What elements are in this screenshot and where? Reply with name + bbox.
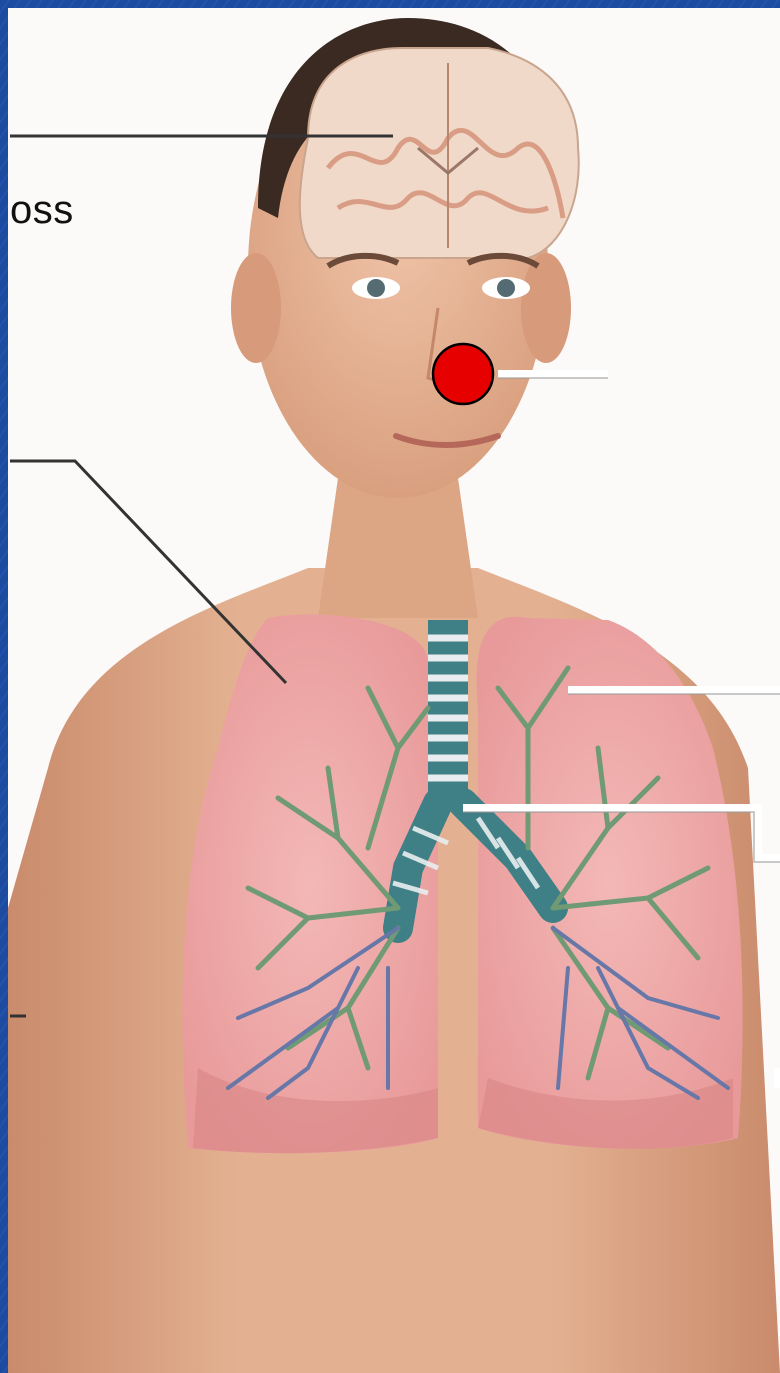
neck	[318, 478, 478, 618]
anatomy-illustration	[8, 8, 780, 1373]
right-ear	[521, 253, 571, 363]
red-circle-marker-icon	[433, 344, 493, 404]
label-fragment-loss: oss	[10, 188, 74, 233]
left-ear	[231, 253, 281, 363]
diagram-panel: oss	[8, 8, 780, 1373]
